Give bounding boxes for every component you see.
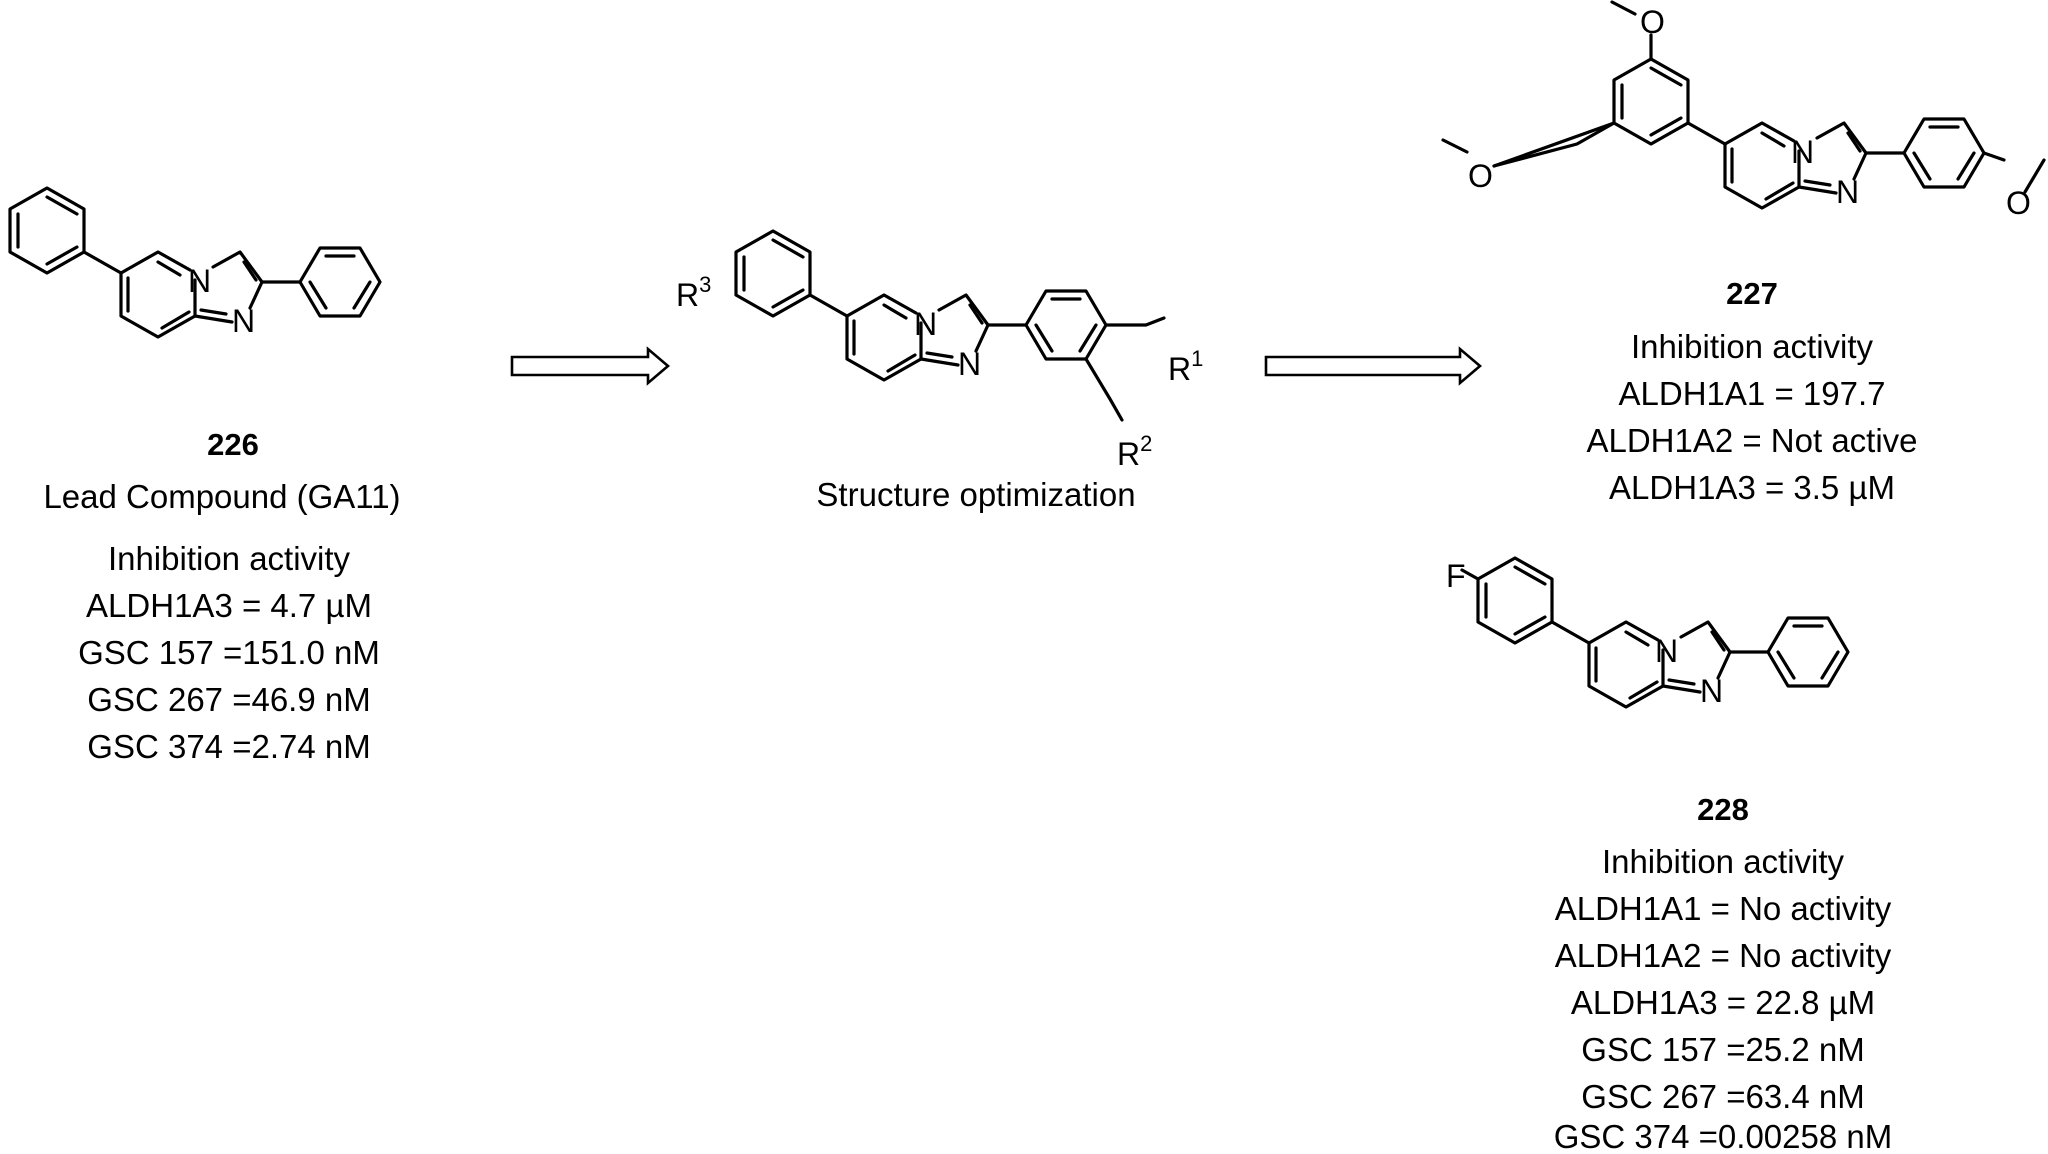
activity-line-228: ALDH1A1 = No activity xyxy=(1555,890,1892,927)
atom-o1-227: O xyxy=(1640,4,1665,40)
atom-n2-scaffold: N xyxy=(958,346,981,382)
activity-line-228: ALDH1A2 = No activity xyxy=(1555,937,1892,974)
atom-n1-227: N xyxy=(1791,134,1814,170)
compound-name-226: Lead Compound (GA11) xyxy=(43,478,400,515)
atom-o2-227: O xyxy=(1468,158,1493,194)
r2-label: R2 xyxy=(1117,431,1152,472)
compound-number-226: 226 xyxy=(207,427,259,462)
atom-n2-228: N xyxy=(1700,673,1723,709)
structure-226: N N xyxy=(8,186,382,339)
structure-228: N N F xyxy=(1446,556,1850,709)
activity-line-227: ALDH1A3 = 3.5 µM xyxy=(1609,469,1895,506)
atom-o3-227: O xyxy=(2006,185,2031,221)
structure-scaffold: N N xyxy=(734,229,1166,422)
arrow-optimization-2 xyxy=(1264,346,1483,386)
activity-line-226: GSC 267 =46.9 nM xyxy=(87,681,370,718)
atom-n1-228: N xyxy=(1655,633,1678,669)
scaffold-caption: Structure optimization xyxy=(816,476,1135,513)
atom-n1-226: N xyxy=(188,263,211,299)
compound-number-228: 228 xyxy=(1697,792,1749,827)
activity-line-226: GSC 374 =2.74 nM xyxy=(87,728,370,765)
activity-line-228: GSC 267 =63.4 nM xyxy=(1581,1078,1864,1115)
atom-n2-226: N xyxy=(232,303,255,339)
activity-line-227: ALDH1A1 = 197.7 xyxy=(1619,375,1886,412)
r1-label: R1 xyxy=(1168,346,1203,387)
structure-227: N N O O O xyxy=(1441,0,2046,221)
activity-header-226: Inhibition activity xyxy=(108,540,351,577)
activity-line-228: GSC 157 =25.2 nM xyxy=(1581,1031,1864,1068)
activity-line-228: GSC 374 =0.00258 nM xyxy=(1554,1118,1892,1154)
activity-line-226: GSC 157 =151.0 nM xyxy=(78,634,380,671)
activity-header-227: Inhibition activity xyxy=(1631,328,1874,365)
arrow-optimization-1 xyxy=(510,346,671,386)
compound-number-227: 227 xyxy=(1726,276,1778,311)
activity-line-228: ALDH1A3 = 22.8 µM xyxy=(1571,984,1875,1021)
activity-header-228: Inhibition activity xyxy=(1602,843,1845,880)
activity-line-226: ALDH1A3 = 4.7 µM xyxy=(86,587,372,624)
r3-label: R3 xyxy=(676,272,711,313)
atom-f-228: F xyxy=(1446,558,1466,594)
activity-line-227: ALDH1A2 = Not active xyxy=(1586,422,1917,459)
atom-n2-227: N xyxy=(1836,174,1859,210)
atom-n1-scaffold: N xyxy=(914,306,937,342)
